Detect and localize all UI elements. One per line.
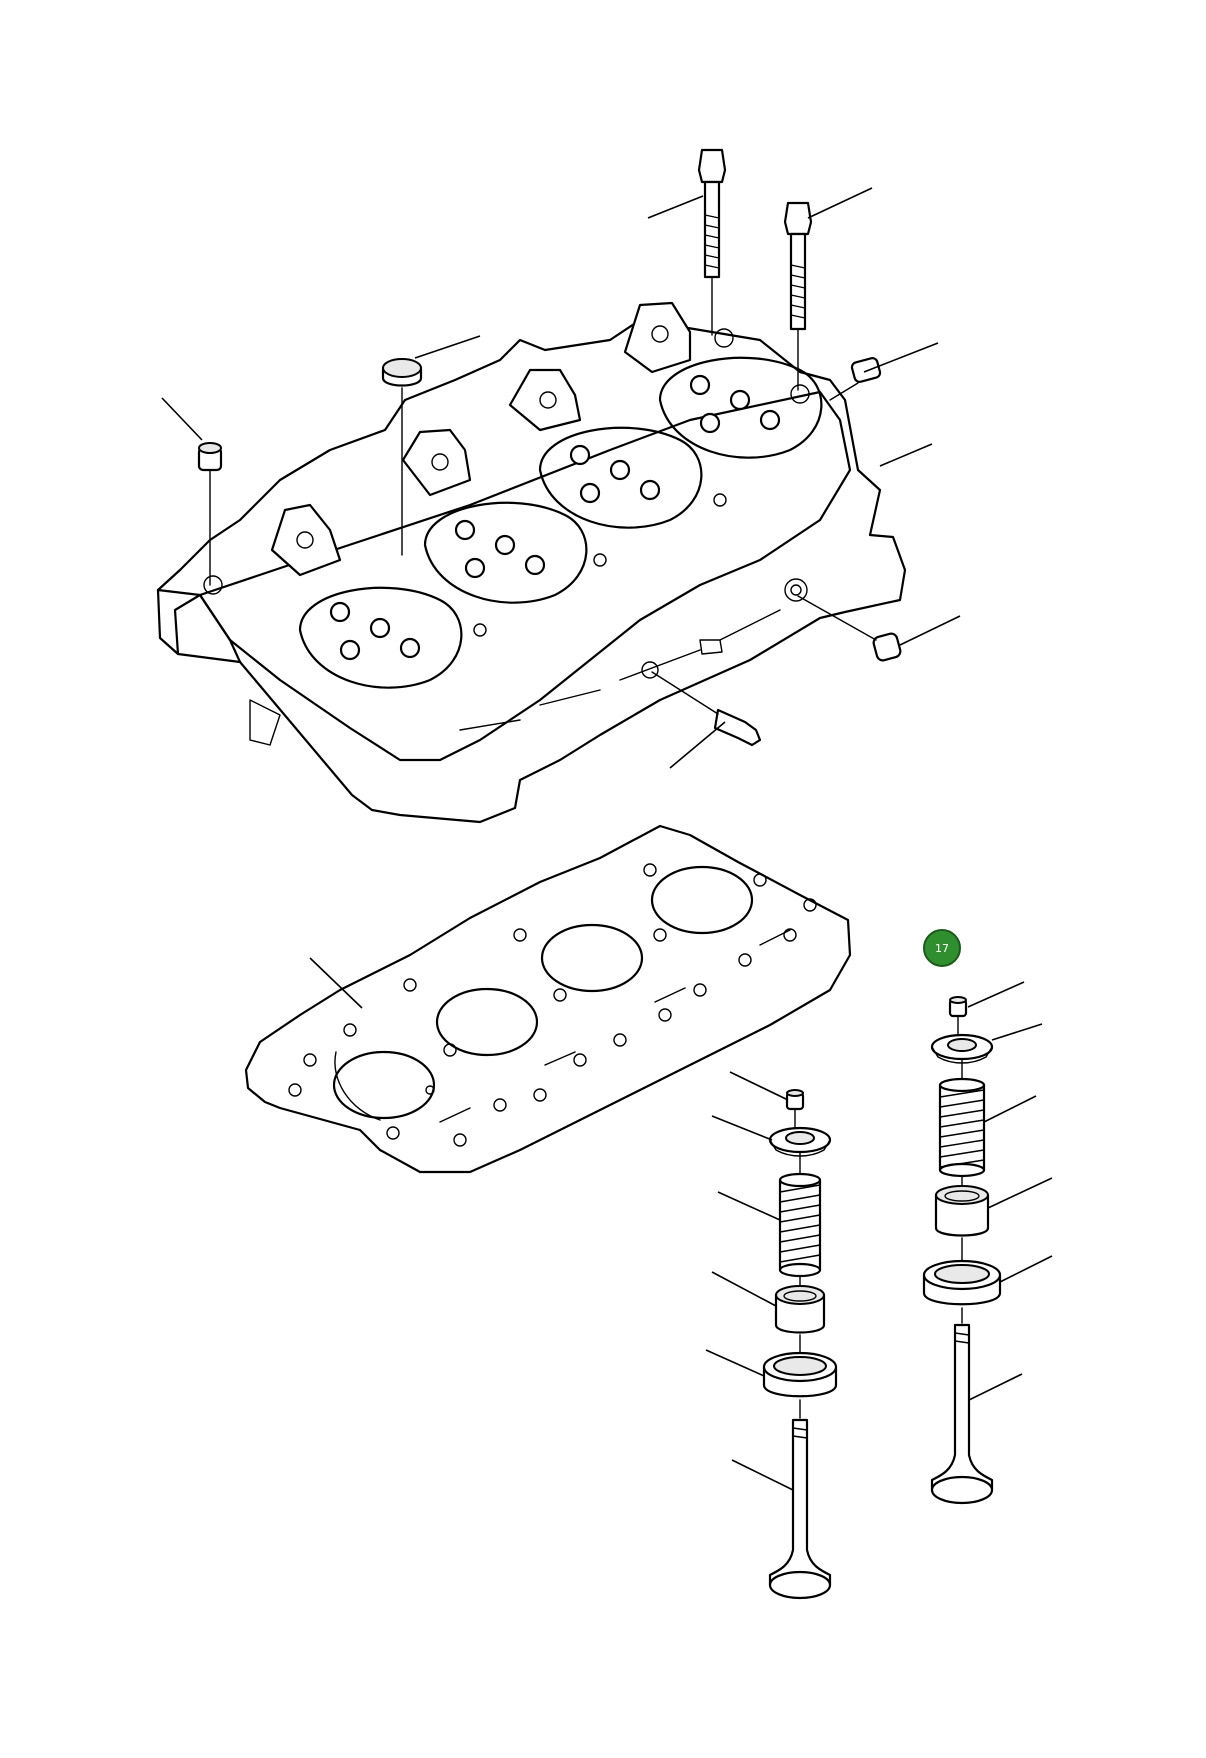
valve-collet-left bbox=[785, 1089, 805, 1111]
temperature-sender bbox=[651, 671, 762, 747]
valve-stem-seal-right bbox=[934, 1185, 990, 1237]
valve-collet-right bbox=[948, 996, 968, 1018]
callout-17-circle[interactable] bbox=[923, 929, 961, 967]
valve-assembly-right bbox=[922, 996, 1002, 1505]
head-bolt-left bbox=[697, 148, 727, 336]
gasket-holes bbox=[288, 863, 817, 1147]
valve-spring-right bbox=[938, 1077, 986, 1178]
cap-left bbox=[197, 442, 223, 586]
plug-right-top bbox=[829, 356, 882, 401]
head-bolt-right bbox=[783, 201, 813, 391]
callout-17-label: 17 bbox=[935, 942, 949, 955]
spring-retainer-right bbox=[930, 1033, 994, 1064]
core-plug-top bbox=[381, 358, 423, 556]
head-gasket bbox=[244, 824, 852, 1174]
spring-retainer-left bbox=[768, 1126, 832, 1157]
spring-seat-right bbox=[922, 1259, 1002, 1306]
spring-seat-left bbox=[762, 1351, 838, 1398]
cylinder-head bbox=[156, 301, 907, 824]
callout-17-badge[interactable]: 17 bbox=[923, 929, 961, 967]
valve-bosses bbox=[329, 374, 781, 661]
valve-right bbox=[930, 1323, 994, 1505]
valve-stem-seal-left bbox=[774, 1285, 826, 1334]
valve-spring-left bbox=[778, 1172, 822, 1278]
plug-right-mid bbox=[797, 595, 902, 662]
valve-assembly-left bbox=[762, 1089, 838, 1600]
leader-lines bbox=[161, 187, 1053, 1491]
valve-left bbox=[768, 1418, 832, 1600]
